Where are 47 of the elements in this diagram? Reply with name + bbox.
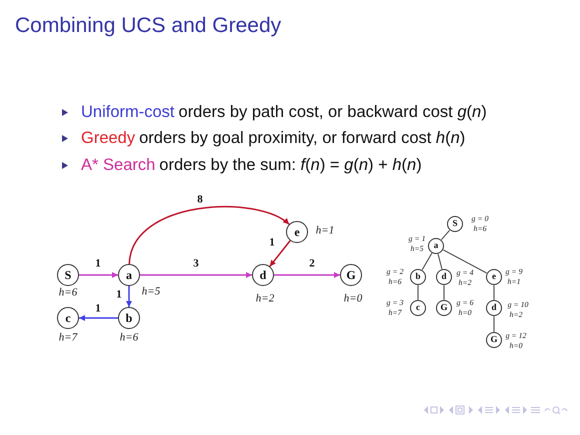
tree-node-circle: e — [486, 268, 502, 286]
slide-title: Combining UCS and Greedy — [15, 13, 282, 38]
bullet-text: orders by goal proximity, or forward cost h(n) — [139, 129, 466, 147]
edge-label: 1 — [94, 258, 102, 270]
tree-edge — [442, 249, 488, 274]
edge-label: 1 — [268, 238, 276, 248]
bullet-text: orders by path cost, or backward cost g(n) — [178, 103, 487, 121]
arrow — [79, 272, 118, 278]
state-circle: G — [340, 264, 362, 286]
tree-node-circle: c — [410, 300, 426, 316]
arrow — [140, 272, 252, 278]
edge-label: 8 — [196, 194, 204, 206]
edge-label: 2 — [308, 258, 316, 270]
edge-label: 1 — [94, 304, 102, 314]
arrow — [269, 240, 291, 267]
arrow — [274, 272, 340, 278]
heuristic-label: h=6 — [58, 288, 78, 298]
highlighted-term: A* Search — [81, 156, 156, 174]
bullet-text: orders by the sum: f(n) = g(n) + h(n) — [159, 156, 422, 174]
arrow — [79, 315, 118, 321]
tree-node-circle: S — [446, 216, 464, 232]
state-circle: e — [286, 221, 308, 243]
arrow — [128, 206, 290, 264]
tree-edge — [422, 252, 432, 270]
heuristic-label: h=5 — [142, 286, 160, 298]
edge-label: 1 — [115, 290, 123, 300]
tree-edge — [438, 254, 442, 270]
tree-node-circle: G — [486, 332, 502, 348]
tree-node-circle: d — [486, 300, 502, 316]
heuristic-label: h=7 — [58, 332, 78, 344]
tree-node-circle: b — [410, 268, 426, 286]
heuristic-label: h=2 — [256, 294, 274, 304]
heuristic-label: h=0 — [344, 294, 362, 304]
state-circle: c — [57, 307, 79, 329]
state-circle: S — [57, 264, 79, 286]
state-circle: d — [252, 264, 274, 286]
highlighted-term: Uniform-cost — [81, 103, 175, 121]
state-circle: b — [118, 307, 140, 329]
heuristic-label: h=1 — [316, 226, 334, 236]
heuristic-label: h=6 — [120, 332, 138, 344]
tree-edge — [440, 230, 450, 240]
tree-node-circle: a — [428, 238, 444, 254]
highlighted-term: Greedy — [81, 129, 136, 147]
arrow — [126, 286, 132, 307]
edge-label: 3 — [192, 258, 200, 270]
tree-node-circle: d — [436, 268, 452, 286]
tree-node-circle: G — [436, 300, 452, 316]
